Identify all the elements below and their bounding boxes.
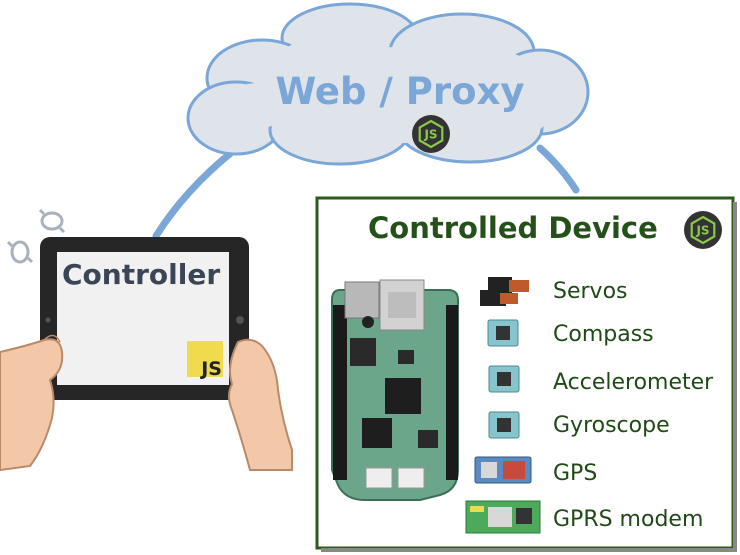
controller-label: Controller: [62, 258, 220, 291]
beaglebone-board-icon: [331, 279, 459, 501]
javascript-logo-icon: [187, 341, 223, 377]
rotate-icon: [6, 240, 34, 264]
device-frame-shadow: [733, 202, 737, 551]
gps-module-icon: [474, 456, 532, 484]
javascript-logo-label: JS: [199, 358, 222, 380]
component-label-compass: Compass: [553, 322, 654, 347]
sensor-module-icon: [487, 319, 519, 347]
connector-cloud-controller: [152, 148, 236, 240]
rotate-icon: [38, 208, 66, 234]
connector-cloud-device: [536, 144, 580, 194]
nodejs-logo-icon: JS: [684, 211, 722, 249]
nodejs-logo-icon: JS: [412, 115, 450, 153]
tablet-home-button-icon: [236, 316, 244, 324]
gprs-modem-icon: [465, 500, 541, 534]
cloud-label: Web / Proxy: [275, 70, 524, 113]
component-label-accelerometer: Accelerometer: [553, 370, 714, 395]
left-hand-icon: [0, 334, 64, 472]
component-label-gyroscope: Gyroscope: [553, 413, 670, 438]
sensor-module-icon: [488, 365, 520, 393]
device-title: Controlled Device: [368, 211, 658, 245]
component-label-gprs-modem: GPRS modem: [553, 507, 703, 532]
servo-icon: [480, 277, 529, 306]
device-frame-shadow-bottom: [321, 548, 737, 552]
sensor-module-icon: [488, 411, 520, 439]
tablet-camera-icon: [45, 317, 51, 323]
component-label-gps: GPS: [553, 461, 597, 486]
nodejs-logo-label: JS: [695, 224, 709, 238]
right-hand-icon: [228, 338, 293, 471]
nodejs-logo-label: JS: [423, 128, 437, 142]
cloud-shape: [186, 2, 590, 166]
component-label-servos: Servos: [553, 279, 628, 304]
